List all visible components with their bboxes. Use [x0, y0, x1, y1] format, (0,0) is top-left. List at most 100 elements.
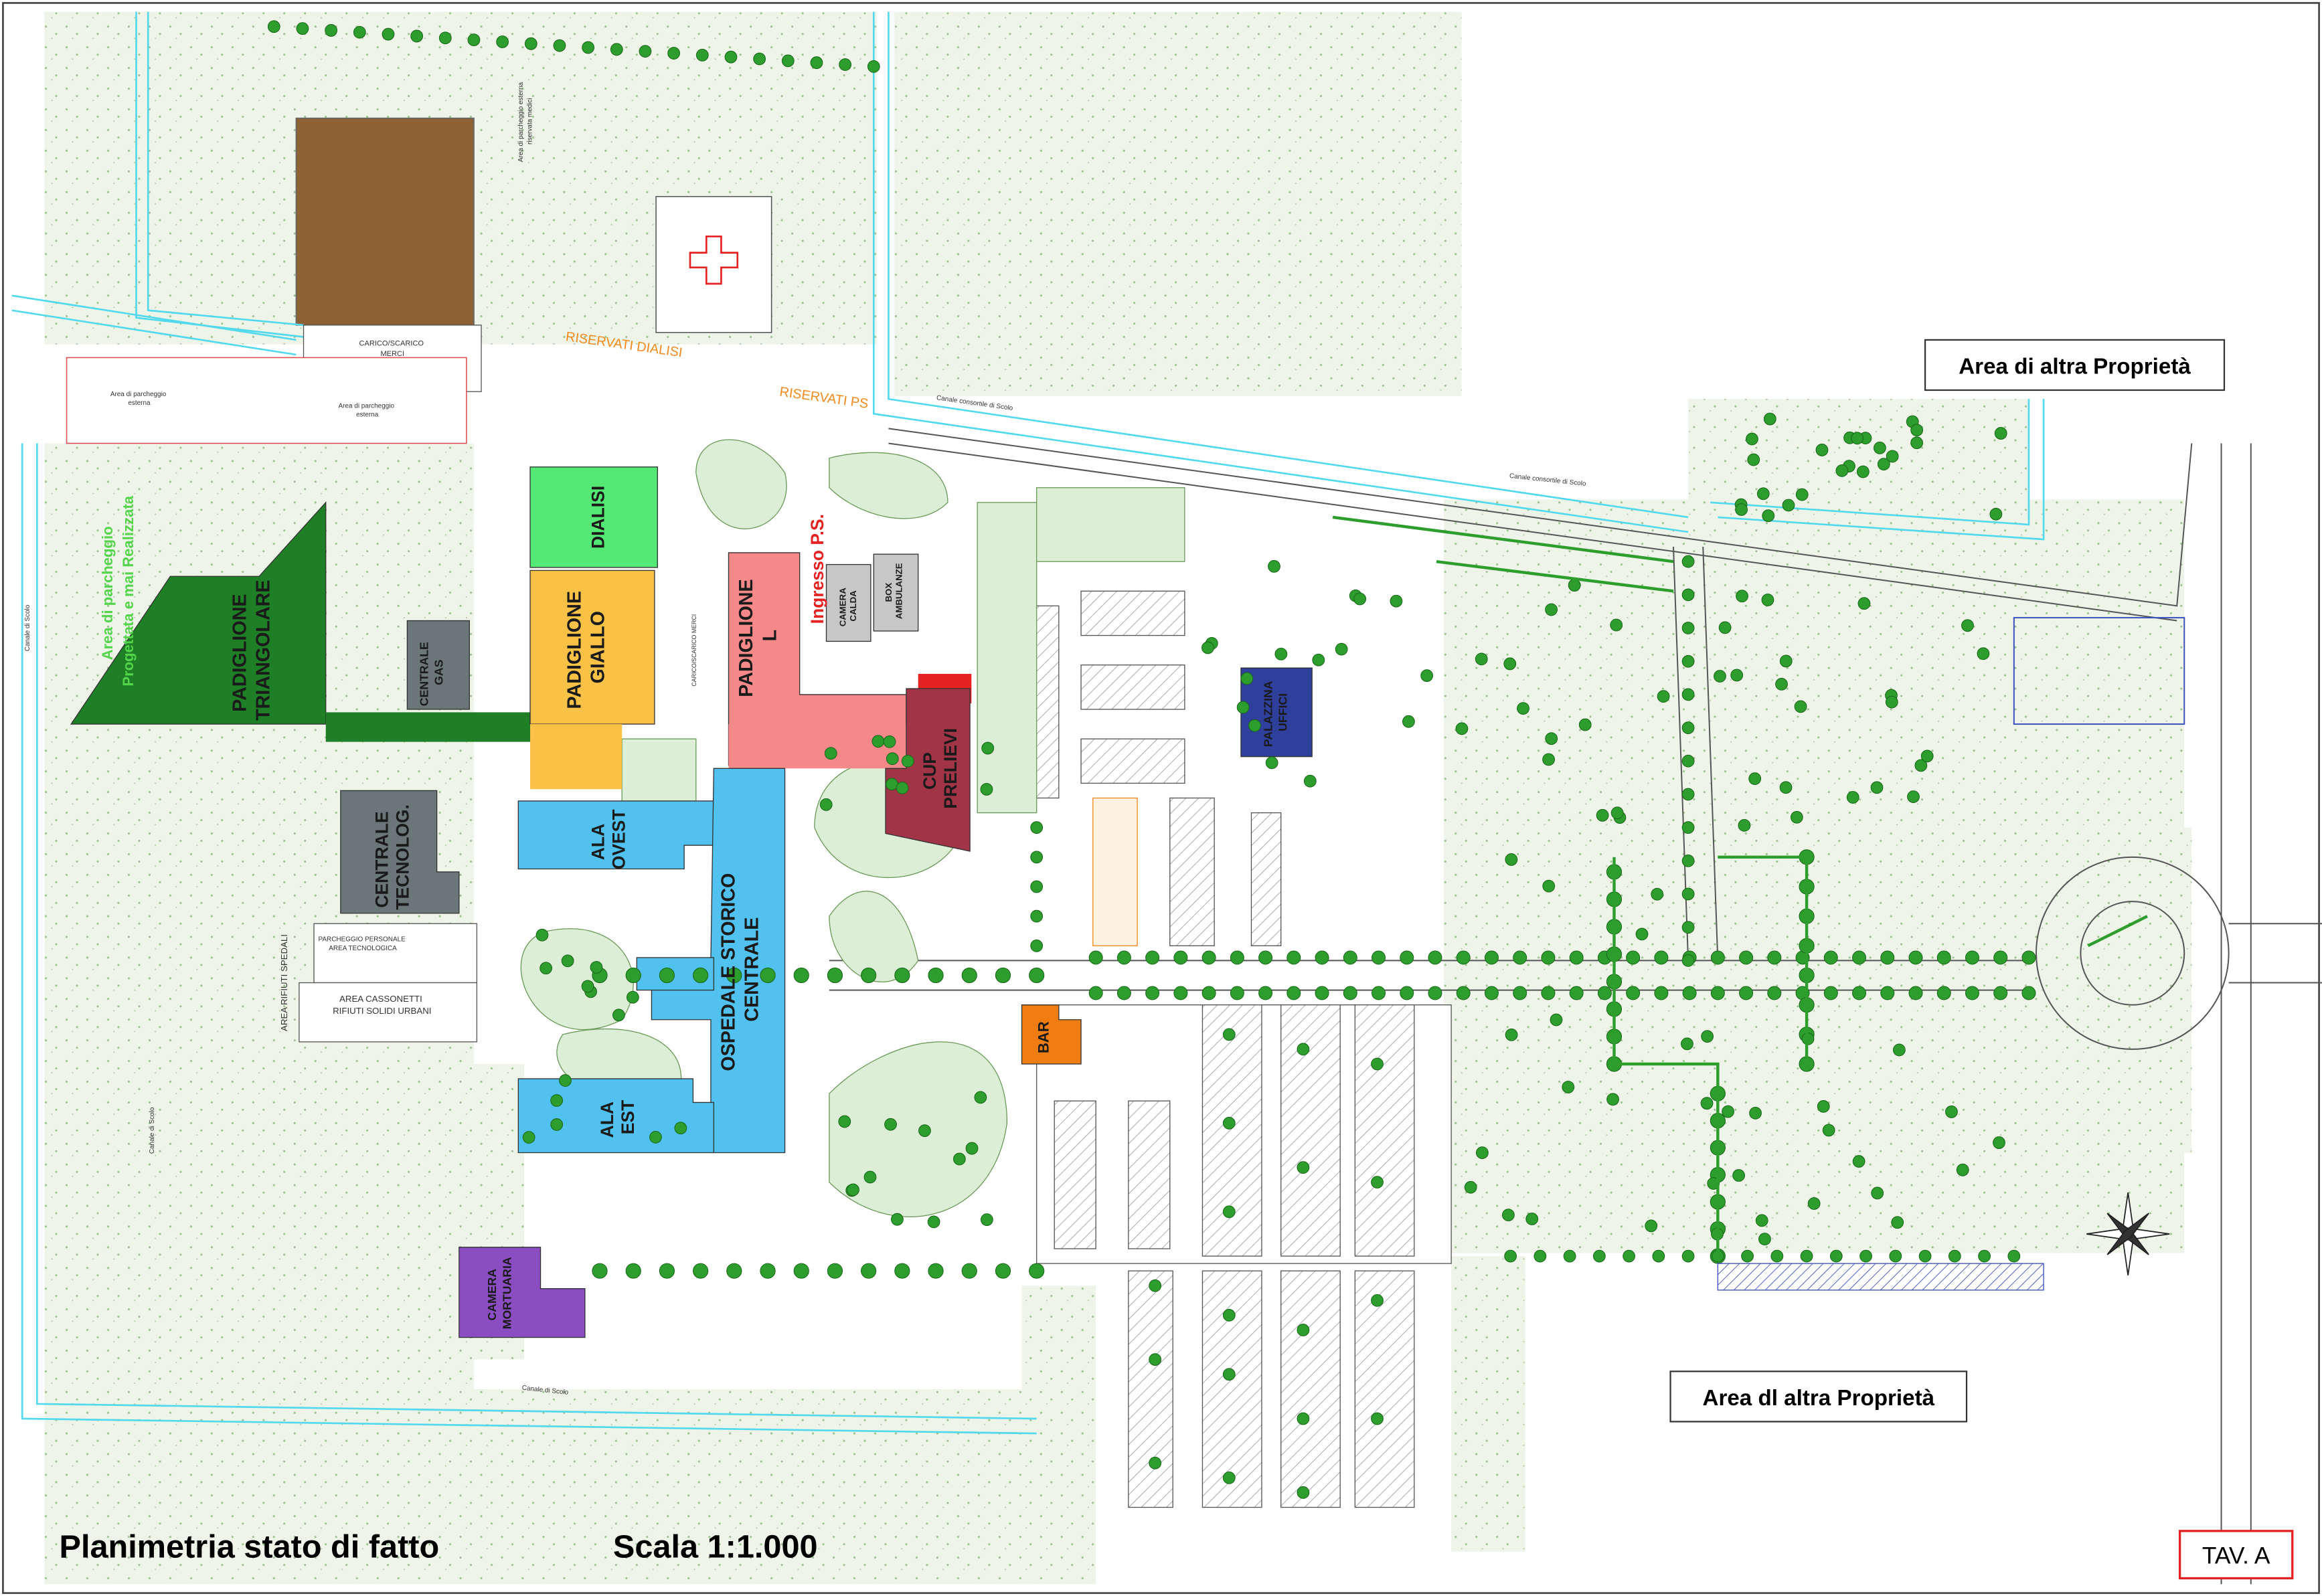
- tree-icon: [1880, 950, 1895, 965]
- tree-icon: [861, 1263, 877, 1279]
- tree-icon: [1222, 1205, 1236, 1219]
- triangolare-label-1: PADIGLIONE: [229, 594, 250, 711]
- tree-icon: [1201, 641, 1214, 654]
- tree-icon: [1635, 927, 1649, 941]
- tree-icon: [1681, 754, 1695, 768]
- tree-icon: [861, 967, 877, 984]
- tree-icon: [1297, 1486, 1310, 1499]
- bar-shape: [1021, 1004, 1082, 1065]
- tree-rows: [1332, 515, 2148, 1257]
- cup-label-2: PRELIEVI: [940, 728, 961, 809]
- tree-icon: [952, 1152, 966, 1166]
- tree-icon: [1977, 647, 1990, 660]
- tree-icon: [1287, 950, 1301, 965]
- svg-text:PADIGLIONE L: PADIGLIONE L: [736, 573, 780, 697]
- uffici-label-2: UFFICI: [1276, 693, 1290, 731]
- tree-icon: [353, 25, 366, 39]
- sheet-label: TAV. A: [2202, 1542, 2270, 1569]
- palazzina-uffici-shape: [1240, 667, 1313, 758]
- tree-icon: [1851, 432, 1864, 445]
- ambulanze-label-2: AMBULANZE: [894, 563, 904, 619]
- tree-icon: [1654, 986, 1669, 1000]
- cup-label-1: CUP: [920, 752, 940, 790]
- tree-icon: [1681, 821, 1695, 834]
- tree-icon: [974, 1091, 987, 1104]
- tree-icon: [1892, 1043, 1906, 1057]
- sheet-badge: TAV. A: [2178, 1530, 2294, 1580]
- tree-icon: [793, 1263, 809, 1279]
- tree-icon: [1542, 879, 1556, 893]
- giallo-label-2: GIALLO: [588, 611, 609, 683]
- tree-icon: [1371, 1057, 1384, 1071]
- svg-text:Area di parcheggio esterna: Area di parcheggio esterna riservata med…: [517, 80, 533, 162]
- map-title: Planimetria stato di fatto: [59, 1529, 439, 1565]
- tree-icon: [1088, 986, 1103, 1000]
- tree-icon: [1714, 670, 1726, 683]
- tree-icon: [1149, 1353, 1162, 1366]
- tree-icon: [649, 1131, 662, 1144]
- tree-icon: [1400, 950, 1414, 965]
- esterna3-label-2: riservata medici: [526, 98, 533, 145]
- merci-label-1: CARICO/SCARICO: [359, 340, 424, 348]
- tree-icon: [1749, 1107, 1762, 1120]
- personale-label-2: AREA TECNOLOGICA: [329, 945, 397, 952]
- tree-icon: [1807, 1197, 1821, 1210]
- tecnolog-label-2: TECNOLOG.: [393, 804, 413, 909]
- north-arrow-icon: [2086, 1192, 2170, 1275]
- tree-icon: [894, 967, 910, 984]
- tree-icon: [872, 735, 885, 748]
- tree-icon: [1681, 921, 1695, 934]
- tree-icon: [1936, 950, 1951, 965]
- tree-icon: [1533, 1249, 1547, 1263]
- tree-icon: [1741, 1249, 1754, 1263]
- tree-icon: [1822, 1124, 1835, 1137]
- tree-icon: [1545, 603, 1558, 616]
- tree-icon: [1390, 594, 1403, 608]
- tree-icon: [1681, 555, 1695, 568]
- tree-icon: [1592, 1249, 1606, 1263]
- tree-icon: [1149, 1279, 1162, 1292]
- ala-est-label-2: EST: [618, 1100, 638, 1135]
- tree-icon: [1989, 507, 2003, 521]
- tree-icon: [1149, 1456, 1162, 1470]
- tree-icon: [1626, 950, 1641, 965]
- tree-icon: [901, 754, 914, 768]
- tree-icon: [884, 1118, 897, 1131]
- tree-icon: [1297, 1161, 1310, 1174]
- tree-icon: [1652, 1249, 1665, 1263]
- left-parking-esterna: [66, 357, 467, 444]
- tree-icon: [2007, 1249, 2021, 1263]
- tree-icon: [1222, 1309, 1236, 1322]
- tree-icon: [1201, 986, 1216, 1000]
- tree-icon: [1550, 1013, 1563, 1027]
- tree-icon: [1475, 1146, 1489, 1160]
- svg-text:OSPEDALE STORICO CENTRAL: OSPEDALE STORICO CENTRALE: [718, 868, 762, 1071]
- tree-icon: [1835, 464, 1849, 477]
- tree-icon: [325, 24, 338, 37]
- svg-text:BOX AMBULANZE: BOX AMBULANZE: [884, 563, 904, 619]
- tree-icon: [659, 1263, 675, 1279]
- tree-icon: [1525, 1213, 1539, 1225]
- progettata-label-2: Progettata e mai Realizzata: [120, 495, 137, 686]
- blue-hatch-strip: [1717, 1263, 2044, 1291]
- tree-icon: [1088, 950, 1103, 965]
- calda-label-1: CAMERA: [837, 588, 847, 627]
- tree-icon: [1738, 818, 1751, 832]
- svg-text:Area di parcheggio Proge: Area di parcheggio Progettata e mai Real…: [99, 495, 137, 686]
- tree-icon: [1312, 653, 1325, 667]
- tree-icon: [839, 58, 852, 71]
- tree-icon: [581, 980, 594, 993]
- tree-icon: [438, 31, 452, 45]
- tree-icon: [918, 1124, 931, 1138]
- ospedale-label-2: CENTRALE: [742, 917, 763, 1022]
- tree-icon: [1736, 590, 1748, 603]
- tecnolog-label-1: CENTRALE: [372, 811, 392, 907]
- tree-icon: [1908, 986, 1923, 1000]
- tree-icon: [610, 43, 623, 56]
- tree-icon: [625, 1263, 641, 1279]
- svg-text:CARICO/SCARICO MERCI: CARICO/SCARICO MERCI: [359, 340, 426, 358]
- calda-label-2: CALDA: [848, 590, 858, 622]
- svg-text:ALA OVEST: ALA OVEST: [588, 809, 629, 869]
- parking-lots: [1021, 590, 1452, 1508]
- tree-icon: [1230, 950, 1244, 965]
